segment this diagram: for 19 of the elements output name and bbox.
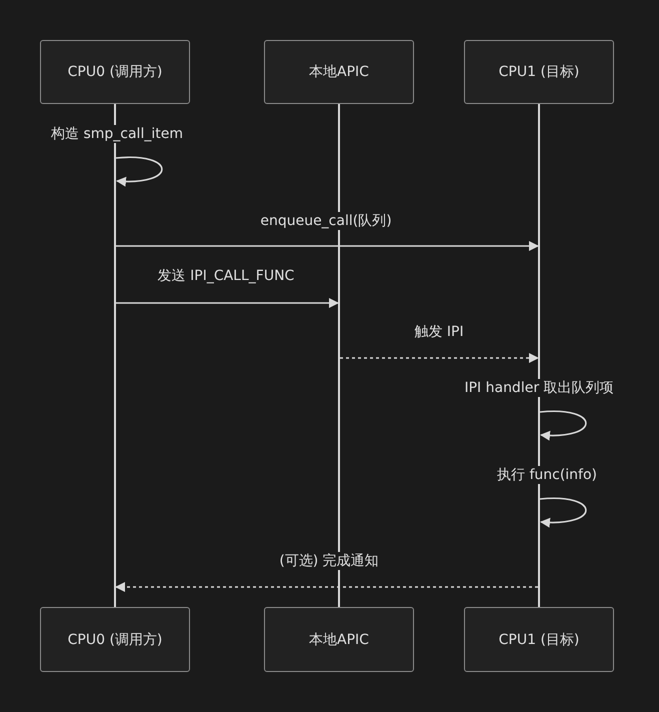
participant-box: 本地APIC: [264, 40, 414, 104]
participant-box: CPU1 (目标): [464, 40, 614, 104]
self-loop-arrow: [116, 156, 163, 186]
self-loop-arrow: [540, 410, 587, 440]
lifeline: [114, 104, 116, 607]
arrow: [115, 582, 538, 592]
edge-label: 构造 smp_call_item: [49, 125, 185, 143]
arrow: [116, 298, 339, 308]
participant-box: CPU0 (调用方): [40, 40, 190, 104]
edge-label: 执行 func(info): [495, 466, 599, 484]
arrow: [340, 353, 539, 363]
edge-label: 发送 IPI_CALL_FUNC: [156, 267, 296, 285]
arrow: [116, 241, 539, 251]
participant-box: 本地APIC: [264, 607, 414, 672]
self-loop-arrow: [540, 498, 587, 528]
lifeline: [338, 104, 340, 607]
lifeline: [538, 104, 540, 607]
participant-box: CPU1 (目标): [464, 607, 614, 672]
participant-box: CPU0 (调用方): [40, 607, 190, 672]
